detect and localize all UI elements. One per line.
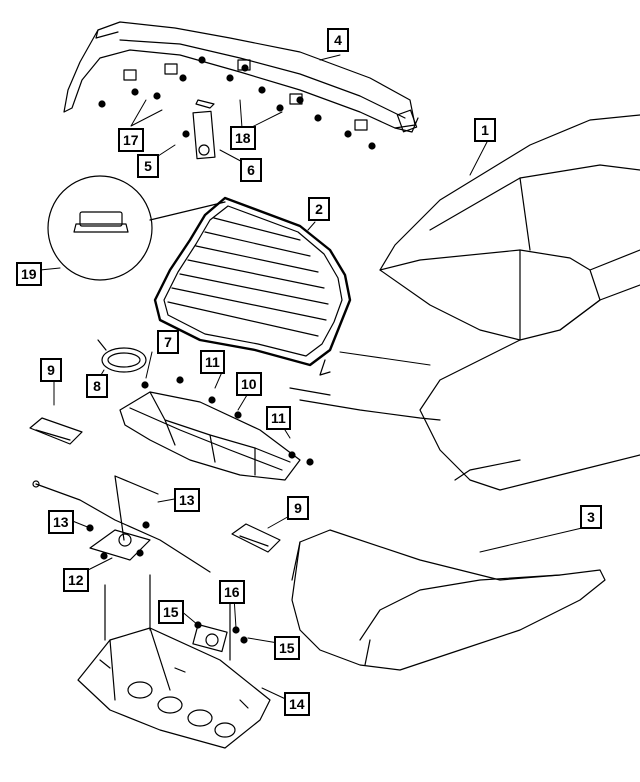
- callout-part-9b: 9: [287, 496, 309, 520]
- callout-part-7: 7: [157, 330, 179, 354]
- callout-part-13b: 13: [48, 510, 74, 534]
- callout-part-9a: 9: [40, 358, 62, 382]
- callout-part-15b: 15: [274, 636, 300, 660]
- callout-part-11b: 11: [266, 406, 291, 430]
- callout-part-19: 19: [16, 262, 42, 286]
- header-clips: [123, 59, 368, 131]
- callout-part-18: 18: [230, 126, 256, 150]
- callout-part-8: 8: [86, 374, 108, 398]
- callout-part-11a: 11: [200, 350, 225, 374]
- callout-part-3: 3: [580, 505, 602, 529]
- callout-part-4: 4: [327, 28, 349, 52]
- detail-inset: [47, 175, 226, 281]
- callout-part-16: 16: [219, 580, 245, 604]
- callout-part-17: 17: [118, 128, 144, 152]
- trim-panel: [119, 376, 314, 481]
- callout-part-13a: 13: [174, 488, 200, 512]
- callout-part-5: 5: [137, 154, 159, 178]
- soft-top: [289, 114, 640, 491]
- callout-part-6: 6: [240, 158, 262, 182]
- cable-bracket: [32, 475, 211, 573]
- callout-part-14: 14: [284, 692, 310, 716]
- callout-part-2: 2: [308, 197, 330, 221]
- callout-part-10: 10: [236, 372, 262, 396]
- front-header-rail: [63, 21, 419, 133]
- callout-part-12: 12: [63, 568, 89, 592]
- motor-bracket: [192, 621, 248, 653]
- boot-cover: [291, 529, 606, 671]
- latch-assembly: [182, 99, 216, 160]
- callout-part-15a: 15: [158, 600, 184, 624]
- rear-window: [153, 196, 352, 376]
- callout-part-1: 1: [474, 118, 496, 142]
- seal-ring: [97, 339, 149, 389]
- handles: [29, 417, 281, 553]
- leader-lines: [39, 54, 583, 703]
- lower-tray: [77, 574, 271, 749]
